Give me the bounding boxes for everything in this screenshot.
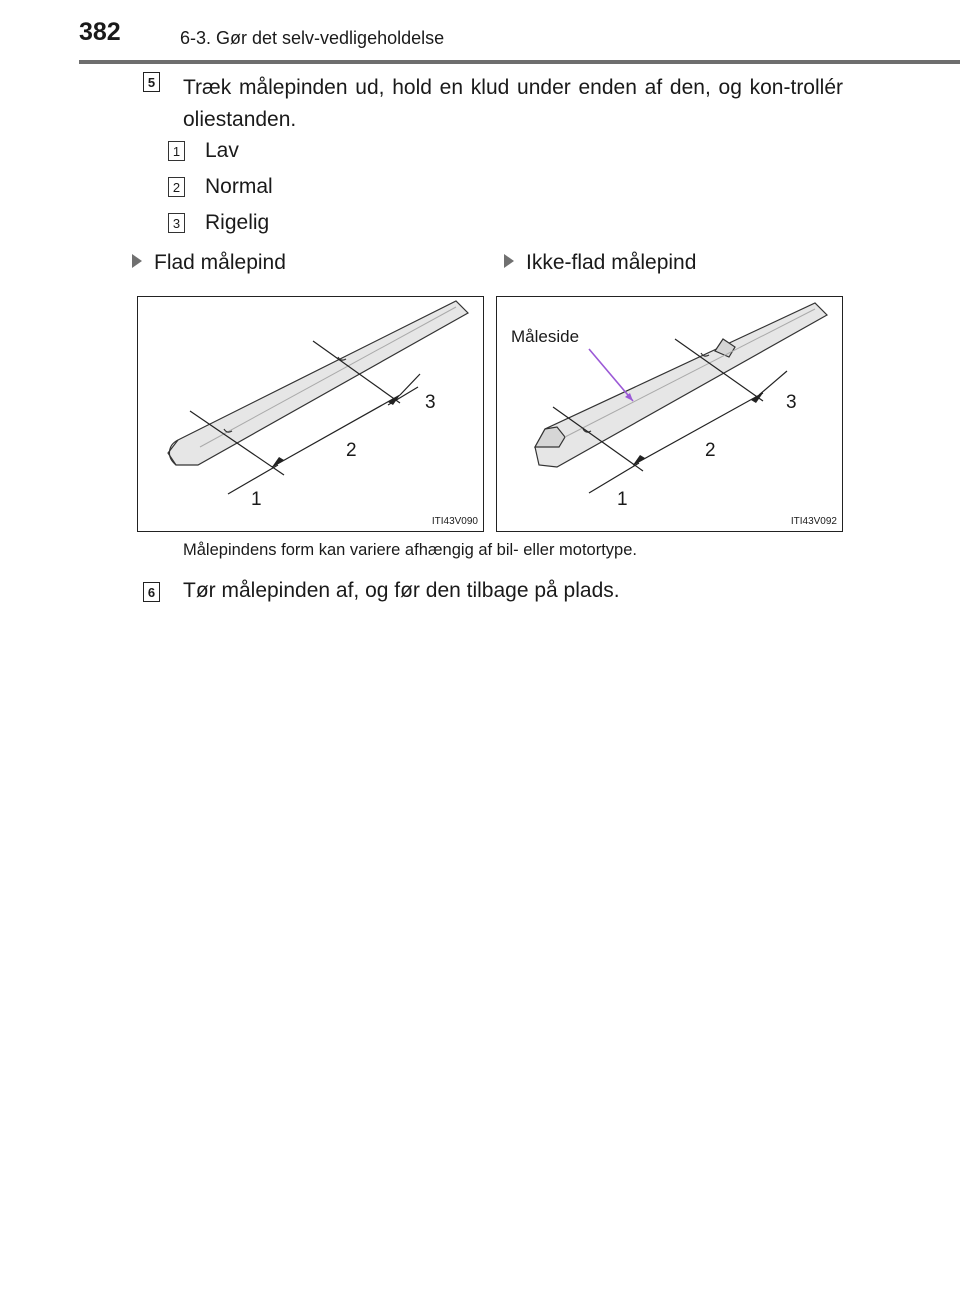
section-title: 6-3. Gør det selv-vedligeholdelse xyxy=(180,28,445,48)
figure-code: ITI43V090 xyxy=(431,516,478,527)
legend-label: Rigelig xyxy=(205,211,270,234)
triangle-bullet-icon xyxy=(504,254,514,268)
nonflat-dipstick-heading: Ikke-flad målepind xyxy=(504,251,696,275)
flat-dipstick-heading: Flad målepind xyxy=(132,251,286,275)
measuring-side-label: Måleside xyxy=(511,327,580,346)
header-rule xyxy=(79,60,960,64)
callout-1: 1 xyxy=(617,489,628,510)
legend-number: 2 xyxy=(168,177,185,197)
flat-dipstick-illustration xyxy=(167,300,469,495)
callout-2: 2 xyxy=(346,440,357,461)
step-number-6: 6 xyxy=(143,582,160,602)
step-6-text: Tør målepinden af, og før den tilbage på… xyxy=(183,579,620,602)
legend-number: 3 xyxy=(168,213,185,233)
page-number: 382 xyxy=(79,18,121,46)
figure-code: ITI43V092 xyxy=(790,516,837,527)
figure-note: Målepindens form kan variere afhængig af… xyxy=(183,541,637,559)
flat-dipstick-figure: 1 2 3 ITI43V090 xyxy=(137,296,484,532)
callout-1: 1 xyxy=(251,489,262,510)
legend-label: Lav xyxy=(205,139,239,162)
triangle-bullet-icon xyxy=(132,254,142,268)
step-5-text: Træk målepinden ud, hold en klud under e… xyxy=(183,76,843,131)
nonflat-dipstick-illustration xyxy=(533,302,828,494)
callout-3: 3 xyxy=(786,392,797,413)
legend-label: Normal xyxy=(205,175,273,198)
callout-3: 3 xyxy=(425,392,436,413)
step-number-5: 5 xyxy=(143,72,160,92)
nonflat-dipstick-figure: Måleside 1 2 3 ITI43V092 xyxy=(496,296,843,532)
legend-number: 1 xyxy=(168,141,185,161)
callout-2: 2 xyxy=(705,440,716,461)
